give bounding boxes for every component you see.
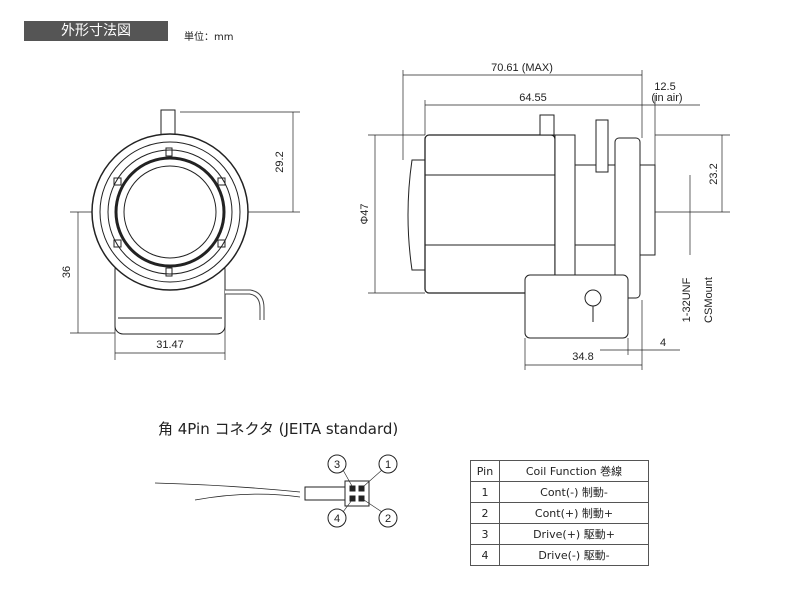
pin-cell: 4 (470, 544, 500, 566)
in-air-label: (in air) (651, 92, 682, 104)
function-cell: Cont(+) 制動+ (499, 502, 649, 524)
dim-64-55: 64.55 (519, 92, 547, 104)
pin-cell: 2 (470, 502, 500, 524)
table-header-row: Pin Coil Function 巻線 (470, 460, 649, 482)
header-function: Coil Function 巻線 (499, 460, 649, 482)
dim-36: 36 (61, 266, 73, 278)
dim-phi47: Φ47 (359, 203, 371, 224)
function-cell: Drive(-) 駆動- (499, 544, 649, 566)
pin-label-3: 3 (334, 459, 340, 471)
thread-label: 1-32UNF (681, 277, 693, 322)
pin-cell: 1 (470, 481, 500, 503)
function-cell: Drive(+) 駆動+ (499, 523, 649, 545)
mount-label: CSMount (703, 277, 715, 323)
pin-cell: 3 (470, 523, 500, 545)
pin-label-1: 1 (385, 459, 391, 471)
dim-29-2: 29.2 (274, 151, 286, 172)
connector-title: 角 4Pin コネクタ (JEITA standard) (158, 420, 399, 438)
dim-31-47: 31.47 (156, 339, 184, 351)
dim-12-5: 12.5 (654, 81, 675, 93)
dim-70-61-max: 70.61 (MAX) (491, 62, 553, 74)
connector-drawing (154, 454, 398, 528)
unit-label: 単位：mm (184, 32, 234, 43)
front-view (91, 109, 265, 335)
pin-label-4: 4 (334, 513, 340, 525)
dim-23-2: 23.2 (708, 163, 720, 184)
dim-34-8: 34.8 (572, 351, 593, 363)
section-title: 外形寸法図 (24, 21, 168, 41)
header-pin: Pin (470, 460, 500, 482)
function-cell: Cont(-) 制動- (499, 481, 649, 503)
pin-label-2: 2 (385, 513, 391, 525)
side-view (407, 114, 656, 339)
dim-4: 4 (660, 337, 666, 349)
